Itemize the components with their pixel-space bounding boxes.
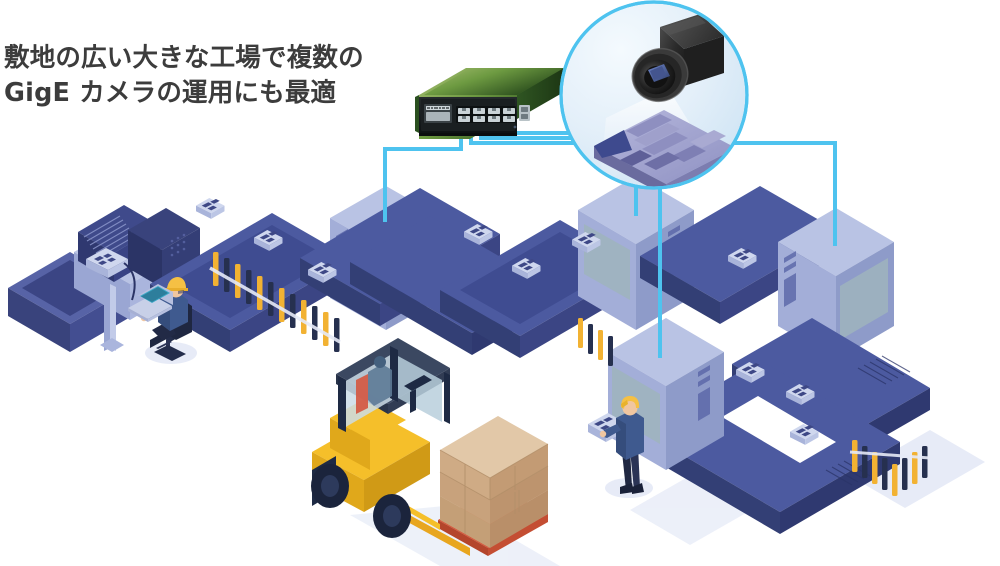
control-panel-icon	[86, 248, 128, 278]
worker-standing-terminal	[588, 396, 644, 494]
worker-seated-laptop	[128, 277, 192, 361]
industrial-gige-camera	[631, 14, 724, 102]
pallet-with-boxes	[438, 416, 549, 556]
network-switch[interactable]	[414, 68, 566, 139]
switch-rj45-ports[interactable]	[456, 106, 516, 123]
conveyor-system	[8, 176, 930, 534]
product-items-bottles	[209, 252, 931, 496]
magnifier-bubble[interactable]	[559, 0, 749, 196]
conveyor-sensor-modules	[196, 198, 819, 445]
laptop	[128, 284, 173, 322]
inspection-cabinet-4[interactable]	[608, 318, 724, 470]
inspection-cabinet-3[interactable]	[778, 208, 894, 360]
forklift	[311, 338, 549, 556]
switch-sfp-ports[interactable]	[519, 105, 544, 123]
